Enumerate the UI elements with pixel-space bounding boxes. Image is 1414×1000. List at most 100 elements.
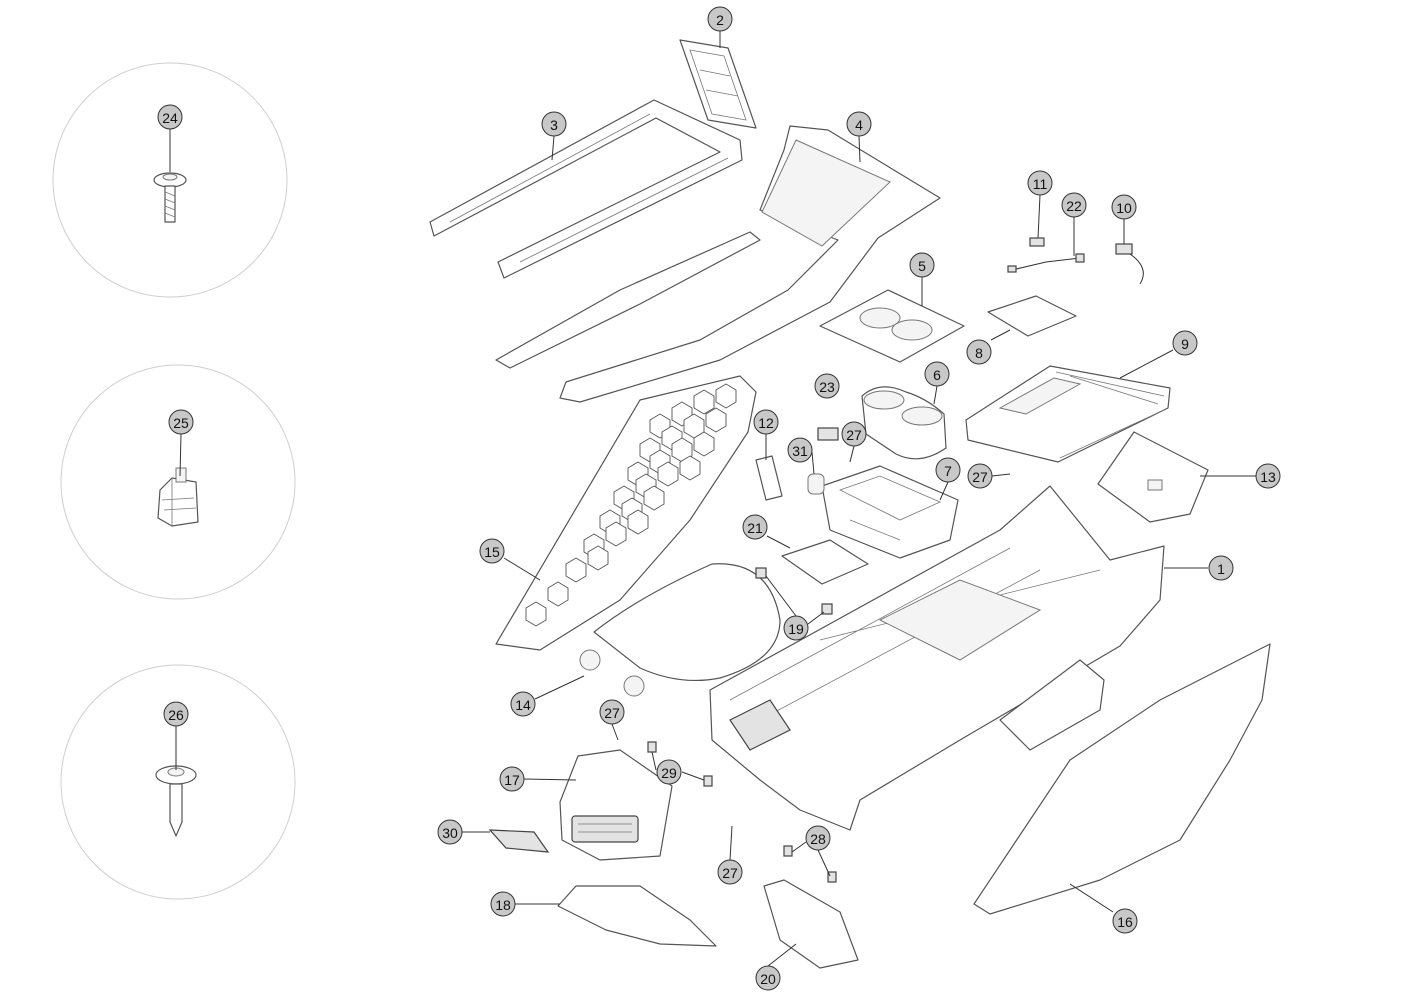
part-12-module [755,455,783,501]
svg-text:27: 27 [972,469,988,485]
svg-text:19: 19 [788,621,804,637]
svg-text:27: 27 [722,865,738,881]
svg-text:7: 7 [944,463,952,479]
svg-text:29: 29 [661,765,677,781]
svg-text:2: 2 [716,12,724,28]
callout-27-d: 27 [717,859,743,885]
part-16-side-panel [973,643,1271,915]
callout-15: 15 [479,538,505,564]
part-17-rear-vent-panel [559,749,673,861]
callout-9: 9 [1172,330,1198,356]
callout-2: 2 [707,6,733,32]
part-9-tray-module [965,365,1171,463]
part-15-honeycomb-panel [495,375,757,651]
svg-text:27: 27 [846,427,862,443]
part-19-clip [755,567,833,615]
part-5-cupholder-cover [819,289,965,363]
svg-text:28: 28 [810,831,826,847]
part-14-armrest-lid [579,563,781,697]
callout-4: 4 [846,111,872,137]
svg-text:8: 8 [975,345,983,361]
part-28-fastener [783,845,837,883]
part-21-module [781,539,869,585]
callout-27-b: 27 [967,463,993,489]
clip-part-25 [157,467,199,527]
callout-27-a: 27 [841,421,867,447]
callout-18: 18 [490,891,516,917]
part-22-harness [1007,253,1085,273]
detail-circle-bolt [60,664,296,900]
part-3-trim-frame [429,99,743,279]
callout-24: 24 [157,104,183,130]
part-2-bracket [679,39,757,129]
screw-part-24 [153,172,187,223]
part-11-connector [1029,237,1045,247]
part-20-end-cap [763,879,859,969]
svg-text:21: 21 [747,520,763,536]
part-18-lower-trim [557,885,717,947]
callout-12: 12 [753,409,779,435]
callout-5: 5 [909,252,935,278]
svg-text:1: 1 [1217,561,1225,577]
callout-26: 26 [163,701,189,727]
callout-30: 30 [437,819,463,845]
callout-23: 23 [814,373,840,399]
part-7-storage-bin [821,465,959,559]
part-30-vent-blade [488,829,550,853]
detail-circle-clip [60,364,296,600]
detail-circle-screw [52,62,288,298]
svg-text:9: 9 [1181,336,1189,352]
callout-7: 7 [935,457,961,483]
svg-text:17: 17 [504,772,520,788]
callout-17: 17 [499,766,525,792]
callout-3: 3 [541,111,567,137]
callout-25: 25 [168,409,194,435]
svg-text:15: 15 [484,544,500,560]
part-13-plate [1097,431,1209,523]
svg-text:11: 11 [1033,176,1048,192]
part-31-cylinder [807,473,825,495]
svg-text:14: 14 [515,697,531,713]
svg-text:4: 4 [855,117,863,133]
part-8-pad [987,295,1077,337]
callout-31: 31 [787,437,813,463]
svg-text:20: 20 [760,971,776,987]
callout-10: 10 [1111,194,1137,220]
callout-20: 20 [755,965,781,991]
svg-text:26: 26 [168,707,184,723]
svg-text:5: 5 [918,258,926,274]
bolt-part-26 [155,765,197,837]
callout-11: 11 [1027,170,1053,196]
callout-6: 6 [924,361,950,387]
svg-text:16: 16 [1117,914,1133,930]
svg-text:24: 24 [162,110,178,126]
part-10-cable [1115,243,1144,285]
callout-13: 13 [1255,463,1281,489]
svg-text:3: 3 [550,117,558,133]
svg-text:18: 18 [495,897,511,913]
callout-16: 16 [1112,908,1138,934]
part-1-console-body [709,485,1165,831]
callout-19: 19 [783,615,809,641]
callout-29: 29 [656,759,682,785]
leader-lines [169,31,1256,967]
svg-text:6: 6 [933,367,941,383]
svg-text:31: 31 [792,443,808,459]
svg-text:23: 23 [819,379,835,395]
svg-text:22: 22 [1066,198,1082,214]
svg-text:30: 30 [442,825,458,841]
callout-28: 28 [805,825,831,851]
callout-22: 22 [1061,192,1087,218]
callout-1: 1 [1208,555,1234,581]
callout-27-c: 27 [599,699,625,725]
part-6-cupholder-insert [861,386,947,460]
callout-14: 14 [510,691,536,717]
svg-text:13: 13 [1260,469,1276,485]
callout-8: 8 [966,339,992,365]
callout-21: 21 [742,514,768,540]
part-23-module [817,427,839,441]
part-4-console-trim [495,125,941,403]
svg-text:25: 25 [173,415,189,431]
